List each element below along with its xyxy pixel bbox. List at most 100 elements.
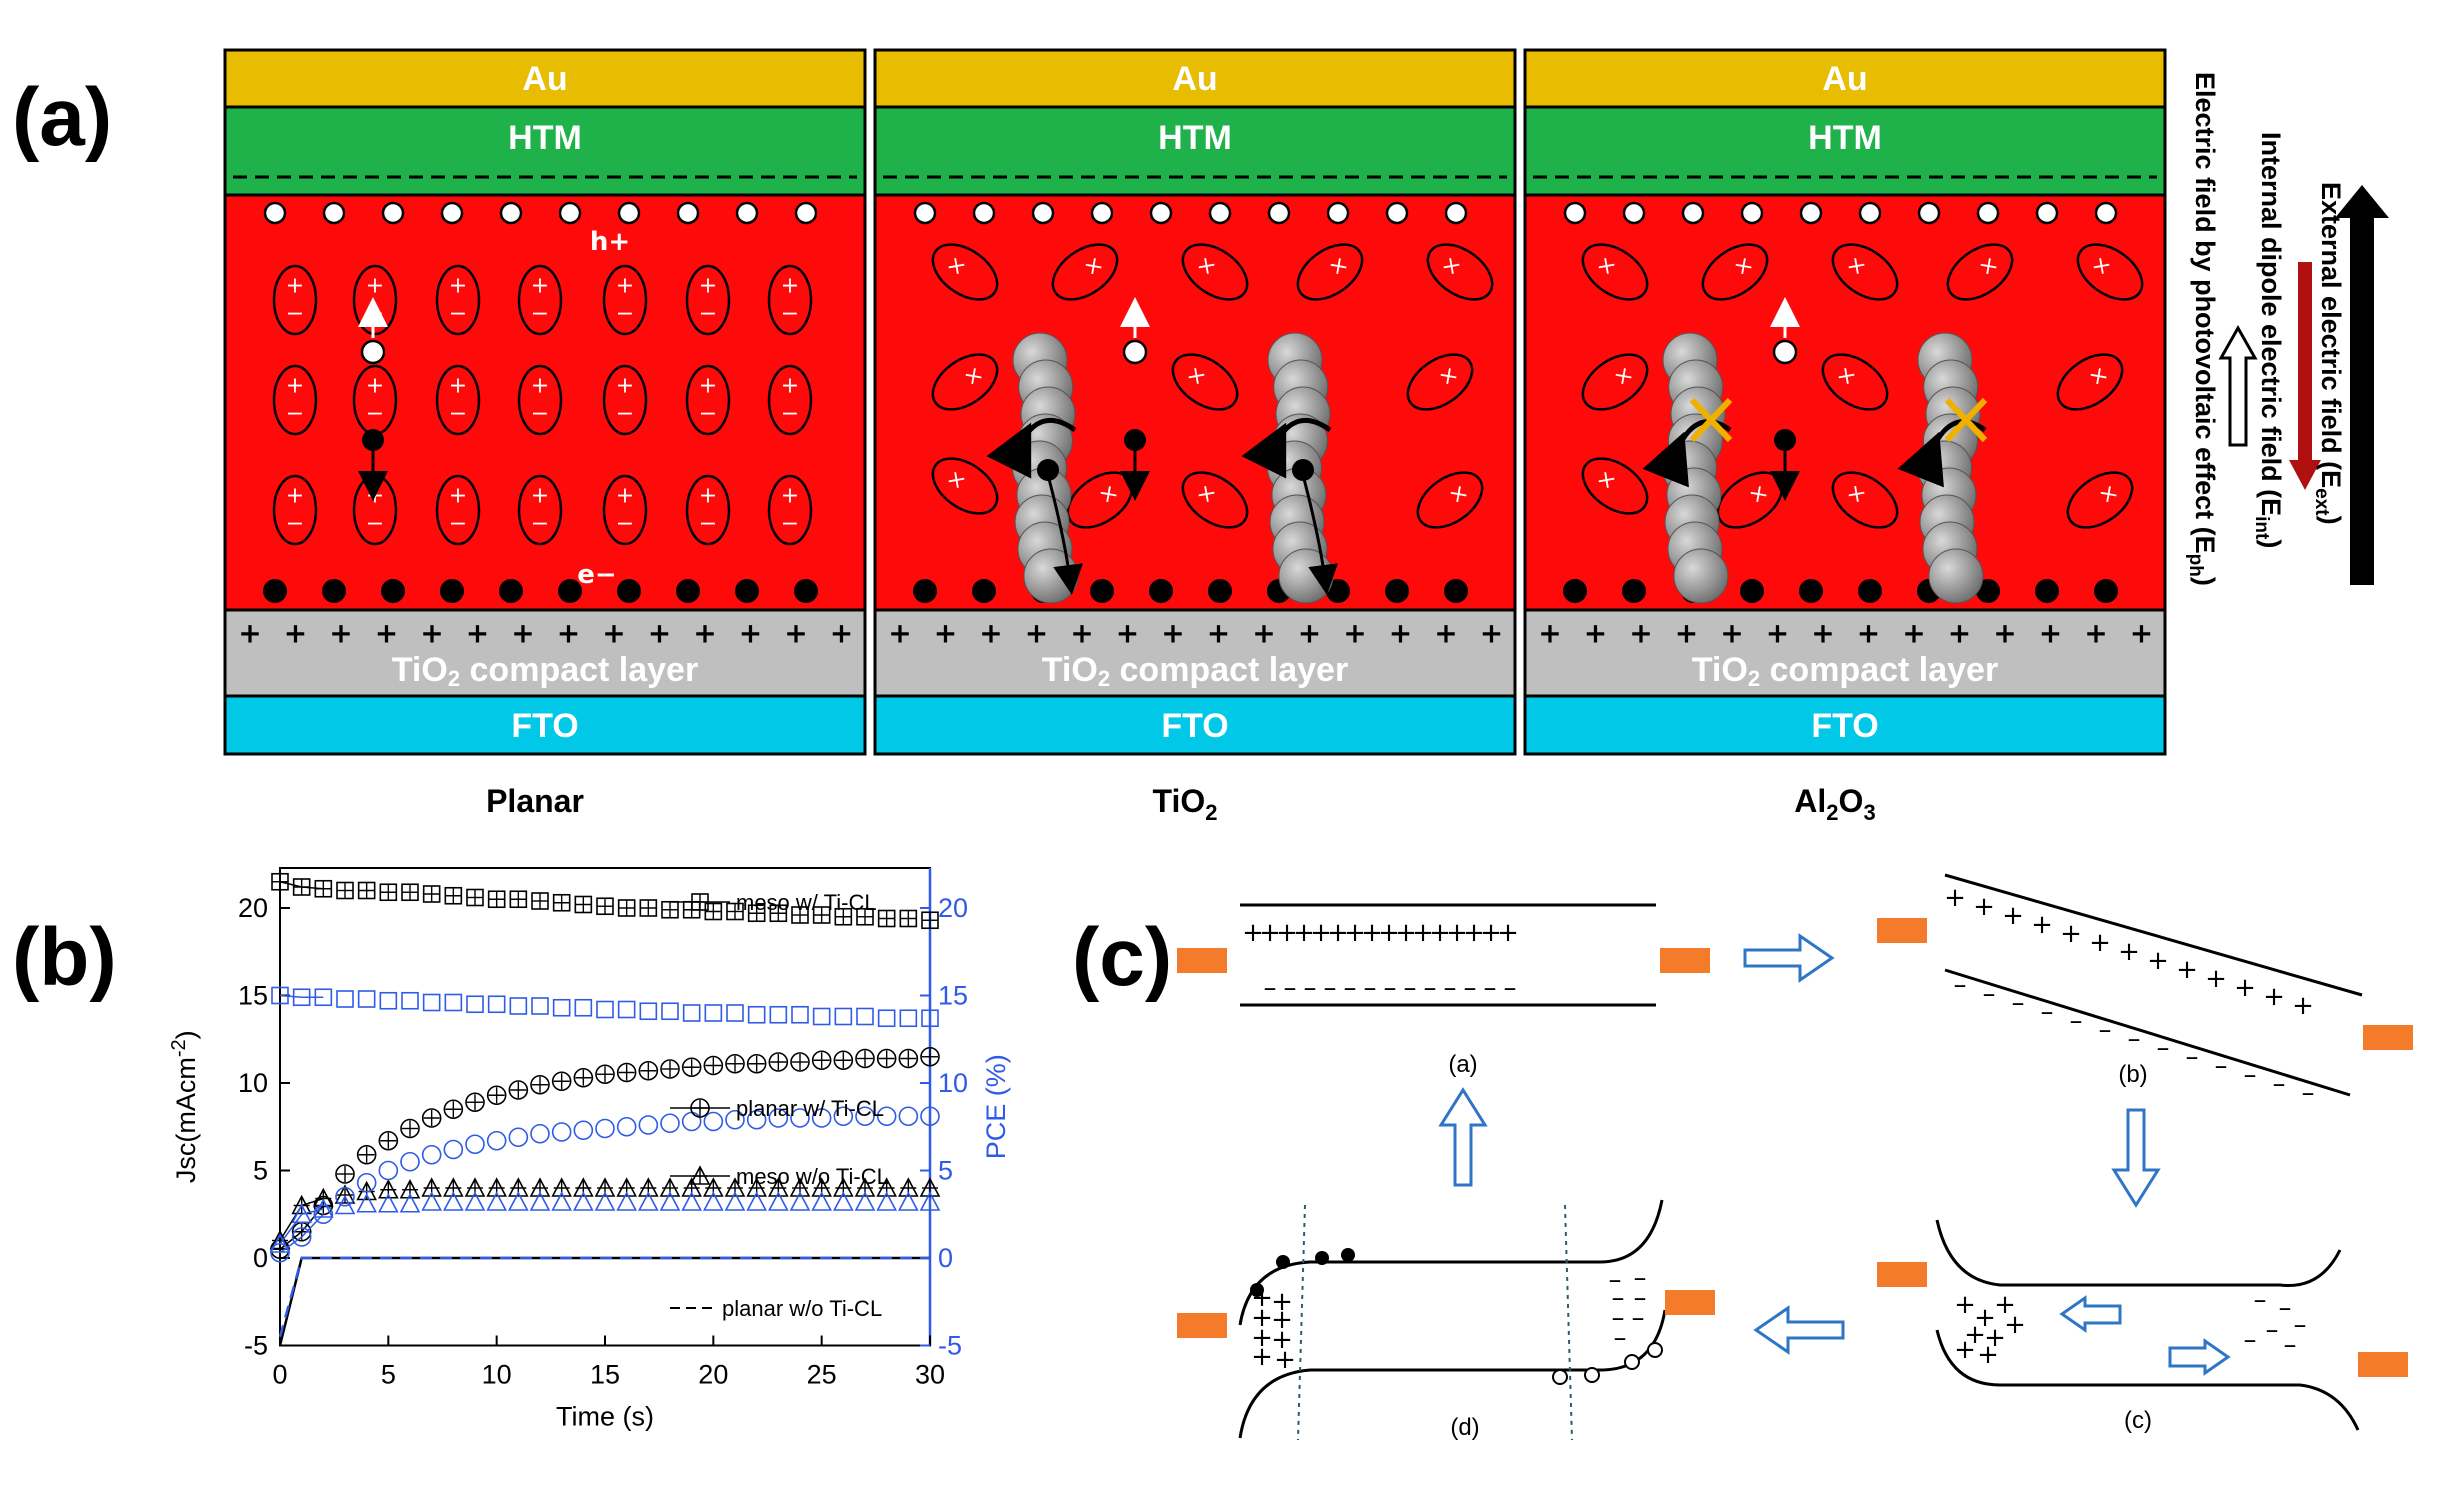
x-tick-label: 25 xyxy=(807,1360,837,1390)
svg-text:−: − xyxy=(449,302,467,327)
data-point xyxy=(573,1067,594,1088)
hole-dot xyxy=(794,201,818,225)
positive-charge: + xyxy=(1720,617,1743,650)
compact-layer-label: TiO2 compact layer xyxy=(1042,651,1348,691)
sub-label-d: (d) xyxy=(1450,1414,1479,1441)
positive-charge: + xyxy=(420,617,443,650)
positive-charge: + xyxy=(2234,973,2256,1003)
positive-charge: + xyxy=(2039,617,2062,650)
positive-charge: + xyxy=(1361,918,1383,948)
data-point xyxy=(811,1050,832,1071)
htm-layer xyxy=(223,105,867,197)
data-point xyxy=(768,1191,789,1211)
dipole: +− xyxy=(272,364,318,436)
fto-layer xyxy=(223,694,867,756)
panel-a-label: (a) xyxy=(12,72,112,163)
external-field-label: External electric field (Eext) xyxy=(2311,182,2346,525)
positive-charge: + xyxy=(1902,617,1925,650)
data-point xyxy=(596,1000,614,1019)
hole-dot xyxy=(972,201,996,225)
hole-dot xyxy=(1563,201,1587,225)
positive-charge: + xyxy=(1293,918,1315,948)
positive-charge: + xyxy=(693,617,716,650)
data-point xyxy=(921,1009,939,1028)
positive-charge: + xyxy=(1538,617,1561,650)
au-label: Au xyxy=(522,60,567,98)
data-point xyxy=(660,1059,680,1079)
negative-charge: – xyxy=(2279,1293,2292,1323)
negative-charge: – xyxy=(1612,1303,1625,1333)
svg-text:−: − xyxy=(286,512,304,537)
nanoparticle-column xyxy=(1241,332,1339,604)
compact-layer-label: TiO2 compact layer xyxy=(1692,651,1998,691)
data-point xyxy=(465,1134,485,1155)
positive-charge: + xyxy=(1310,918,1332,948)
au-layer xyxy=(873,48,1517,109)
dipole: +− xyxy=(767,474,813,546)
svg-text:−: − xyxy=(781,302,799,327)
data-point xyxy=(854,1191,876,1211)
series-line xyxy=(278,1256,930,1338)
electron-dot xyxy=(735,579,759,603)
data-point xyxy=(876,1048,897,1069)
hole-dot xyxy=(913,201,937,225)
svg-text:−: − xyxy=(366,512,384,537)
data-point xyxy=(551,1071,572,1092)
y-tick-label: 0 xyxy=(253,1243,268,1273)
electron-dot xyxy=(913,579,937,603)
positive-charge: + xyxy=(1252,617,1275,650)
positive-charge: + xyxy=(888,617,911,650)
positive-charge: + xyxy=(1276,918,1298,948)
electrode-left xyxy=(1177,948,1227,973)
htm-label: HTM xyxy=(1158,119,1232,157)
data-point xyxy=(530,1074,550,1095)
svg-text:−: − xyxy=(781,402,799,427)
svg-text:−: − xyxy=(286,402,304,427)
hole-dot xyxy=(617,201,641,225)
electron-dot xyxy=(1385,579,1409,603)
data-point xyxy=(422,993,441,1012)
hole-dot xyxy=(1976,201,2000,225)
svg-text:−: − xyxy=(449,402,467,427)
compact-layer-label: TiO2 compact layer xyxy=(392,651,698,691)
data-point xyxy=(726,1004,744,1022)
positive-charge: + xyxy=(2147,946,2169,976)
electron-dot xyxy=(1292,459,1314,481)
negative-charge: – xyxy=(1614,1323,1627,1353)
data-point xyxy=(617,1000,636,1019)
data-point xyxy=(552,998,571,1017)
fto-layer xyxy=(873,694,1517,756)
data-point xyxy=(356,1172,377,1193)
y2-tick-label: -5 xyxy=(938,1331,962,1361)
legend-entry: meso w/ Ti-CL xyxy=(670,890,877,915)
data-point xyxy=(789,1191,811,1211)
data-point xyxy=(616,1116,637,1137)
au-layer xyxy=(223,48,867,109)
panel-b-label: (b) xyxy=(12,912,117,1003)
data-point xyxy=(443,1191,464,1211)
dipole: +− xyxy=(517,264,563,336)
electron-dot xyxy=(1149,579,1173,603)
positive-charge: + xyxy=(1271,1287,1293,1317)
drifting-electron xyxy=(1774,429,1796,451)
data-point xyxy=(898,1106,919,1127)
hole-dot xyxy=(1584,1367,1600,1383)
fto-label: FTO xyxy=(1161,707,1228,745)
series-line xyxy=(279,994,324,998)
series-pce-square xyxy=(271,986,939,1028)
positive-charge: + xyxy=(1378,918,1400,948)
negative-charge: – xyxy=(1983,979,1996,1009)
hole-dot xyxy=(1090,201,1114,225)
svg-text:+: + xyxy=(781,274,799,299)
data-point xyxy=(661,1002,679,1021)
negative-charge: – xyxy=(2099,1015,2112,1045)
dipole: +− xyxy=(602,364,648,436)
positive-charge: + xyxy=(1259,918,1281,948)
positive-charge: + xyxy=(2002,901,2024,931)
svg-text:+: + xyxy=(366,484,384,509)
data-point xyxy=(616,1062,637,1083)
data-point xyxy=(920,1106,940,1127)
y-tick-label: -5 xyxy=(244,1331,268,1361)
internal-arrow-right xyxy=(2168,1338,2231,1376)
